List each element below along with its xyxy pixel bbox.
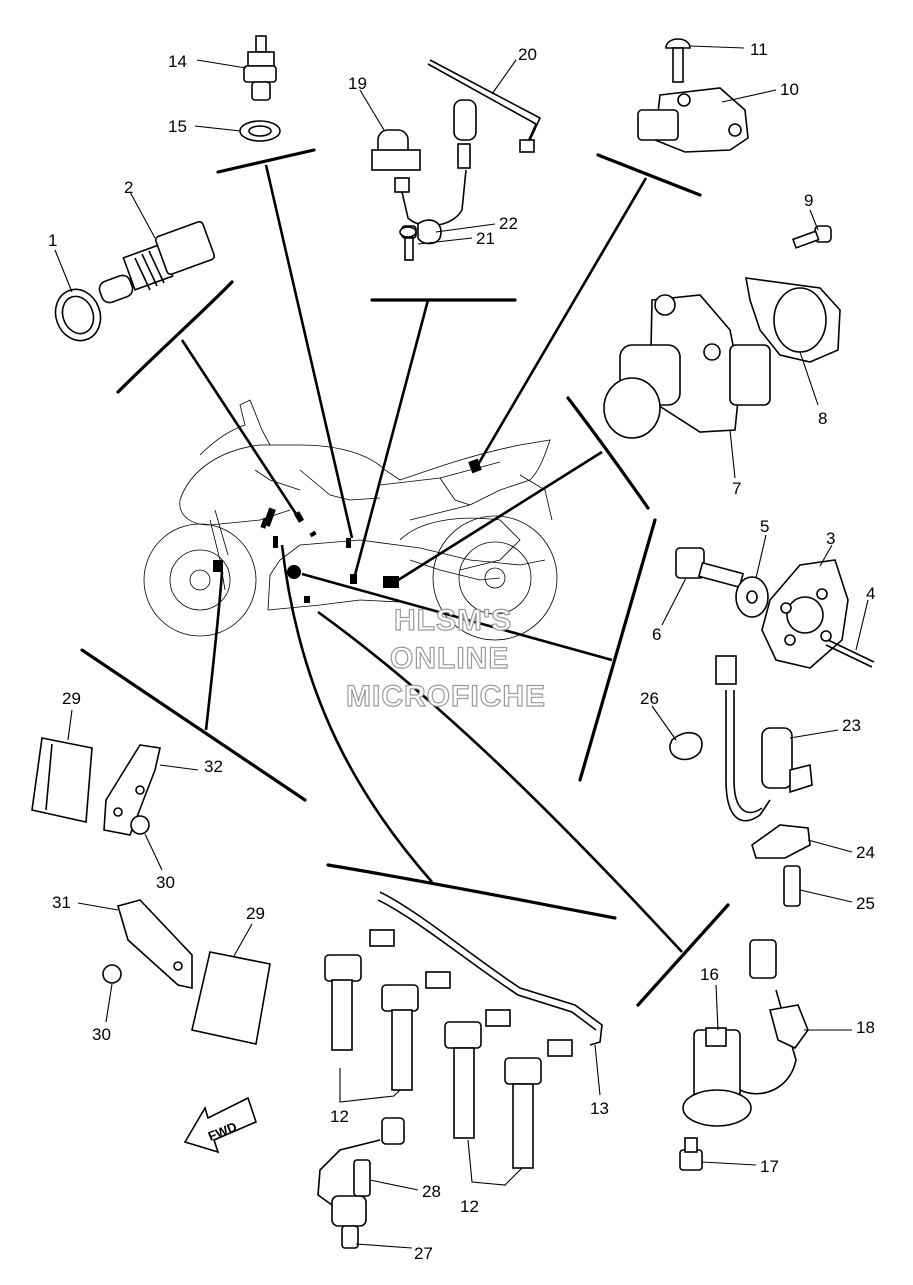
callout-2: 2 bbox=[124, 178, 133, 197]
part-31-bracket bbox=[117, 899, 193, 989]
callout-20: 20 bbox=[518, 45, 537, 64]
part-2-temperature-sensor bbox=[98, 220, 216, 304]
callout-31: 31 bbox=[52, 893, 71, 912]
part-12-ignition-coil-2 bbox=[381, 984, 419, 1091]
callout-30b: 30 bbox=[92, 1025, 111, 1044]
callout-12b: 12 bbox=[460, 1197, 479, 1216]
part-30-nut-upper bbox=[130, 815, 150, 835]
part-10-map-sensor bbox=[637, 87, 749, 153]
callout-1: 1 bbox=[48, 231, 57, 250]
callout-12a: 12 bbox=[330, 1107, 349, 1126]
callout-5: 5 bbox=[760, 517, 769, 536]
callout-26: 26 bbox=[640, 689, 659, 708]
callout-27: 27 bbox=[414, 1244, 433, 1263]
watermark: HLSM'S ONLINE MICROFICHE bbox=[345, 603, 546, 713]
leader-lines bbox=[54, 45, 869, 1249]
part-24-bracket bbox=[751, 824, 811, 859]
part-19-sensor bbox=[371, 99, 477, 227]
fwd-arrow-icon bbox=[183, 1096, 257, 1154]
callout-22: 22 bbox=[499, 214, 518, 233]
callout-7: 7 bbox=[732, 479, 741, 498]
part-18-clamp bbox=[769, 1004, 809, 1050]
part-12-ignition-coil-1 bbox=[324, 954, 362, 1051]
part-25-screw bbox=[783, 865, 801, 907]
callout-25: 25 bbox=[856, 894, 875, 913]
callout-29b: 29 bbox=[246, 904, 265, 923]
part-1-gasket bbox=[54, 288, 102, 342]
callout-6: 6 bbox=[652, 625, 661, 644]
part-12-ignition-coil-4 bbox=[504, 1057, 542, 1169]
callout-14: 14 bbox=[168, 52, 187, 71]
part-12-ignition-coil-3 bbox=[444, 1021, 482, 1139]
part-6-bolt bbox=[675, 547, 745, 589]
part-14-pressure-switch bbox=[243, 35, 277, 101]
callout-labels: 1 2 3 4 5 6 7 8 9 10 11 12 13 14 15 16 1… bbox=[48, 40, 875, 1263]
callout-17: 17 bbox=[760, 1157, 779, 1176]
callout-21: 21 bbox=[476, 229, 495, 248]
watermark-line-3: MICROFICHE bbox=[346, 680, 546, 713]
callout-18: 18 bbox=[856, 1018, 875, 1037]
part-4-pin bbox=[825, 639, 875, 668]
section-brackets bbox=[80, 148, 730, 1007]
callout-11: 11 bbox=[750, 40, 768, 59]
callout-28: 28 bbox=[422, 1182, 441, 1201]
part-9-screw bbox=[791, 225, 832, 249]
callout-9: 9 bbox=[804, 191, 813, 210]
part-22-clamp bbox=[399, 219, 442, 245]
part-17-bolt bbox=[679, 1137, 703, 1171]
callout-3: 3 bbox=[826, 529, 835, 548]
callout-16: 16 bbox=[700, 965, 719, 984]
part-32-bracket bbox=[103, 744, 161, 836]
part-11-screw bbox=[665, 38, 691, 83]
part-23-speed-sensor bbox=[715, 655, 813, 822]
pointer-lines bbox=[180, 164, 683, 953]
callout-32: 32 bbox=[204, 757, 223, 776]
callout-4: 4 bbox=[866, 584, 875, 603]
callout-13: 13 bbox=[590, 1099, 609, 1118]
part-30-nut-lower bbox=[102, 964, 122, 984]
watermark-line-1: HLSM'S bbox=[394, 604, 512, 637]
callout-15: 15 bbox=[168, 117, 187, 136]
part-20-lead bbox=[427, 59, 542, 153]
part-27-sensor bbox=[317, 1117, 405, 1249]
watermark-line-2: ONLINE bbox=[390, 642, 509, 675]
part-26-clamp bbox=[669, 731, 703, 761]
part-16-sensor bbox=[682, 939, 797, 1127]
part-29-reflector-upper bbox=[31, 737, 93, 823]
part-28-bolt bbox=[353, 1159, 371, 1197]
part-5-washer bbox=[735, 576, 769, 618]
callout-24: 24 bbox=[856, 843, 875, 862]
callout-19: 19 bbox=[348, 74, 367, 93]
callout-30a: 30 bbox=[156, 873, 175, 892]
part-15-washer bbox=[239, 120, 281, 142]
part-3-rotor bbox=[761, 559, 849, 669]
callout-8: 8 bbox=[818, 409, 827, 428]
callout-23: 23 bbox=[842, 716, 861, 735]
callout-29a: 29 bbox=[62, 689, 81, 708]
part-13-harness bbox=[369, 891, 603, 1057]
part-7-sensor-body bbox=[603, 294, 771, 439]
part-29-reflector-lower bbox=[191, 951, 271, 1045]
callout-10: 10 bbox=[780, 80, 799, 99]
